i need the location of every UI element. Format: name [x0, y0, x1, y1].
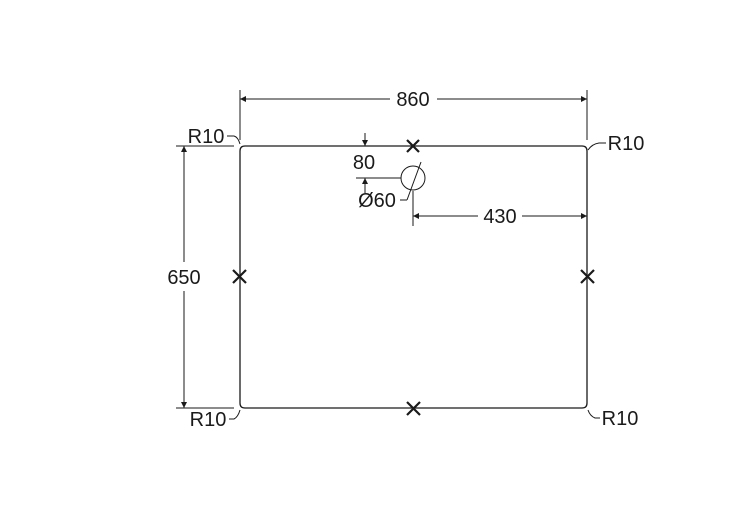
svg-text:R10: R10 — [188, 126, 225, 148]
hole-diameter-label: Ø60 — [358, 190, 396, 212]
marker-bottom — [406, 401, 421, 416]
hole-circle — [400, 165, 426, 191]
height-dimension-label: 650 — [167, 267, 200, 289]
svg-text:R10: R10 — [190, 409, 227, 431]
height-dimension: 650 — [167, 145, 234, 409]
corner-radius-top-left: R10 — [188, 126, 241, 148]
corner-radius-top-right: R10 — [587, 133, 645, 155]
svg-text:R10: R10 — [602, 408, 639, 430]
width-dimension-label: 860 — [396, 89, 429, 111]
hole-offset-label: 80 — [353, 152, 375, 174]
hole-position-dimension: 430 — [412, 191, 588, 228]
width-dimension: 860 — [239, 89, 588, 140]
marker-left — [232, 269, 247, 284]
svg-text:R10: R10 — [608, 133, 645, 155]
hole-offset-dimension: 80 — [353, 133, 401, 193]
marker-right — [580, 269, 595, 284]
plate-outline — [239, 145, 588, 409]
marker-top — [406, 139, 420, 153]
corner-radius-bottom-left: R10 — [190, 409, 241, 431]
hole-diameter-leader — [406, 161, 422, 201]
corner-radius-bottom-right: R10 — [587, 408, 639, 430]
hole-position-label: 430 — [483, 206, 516, 228]
